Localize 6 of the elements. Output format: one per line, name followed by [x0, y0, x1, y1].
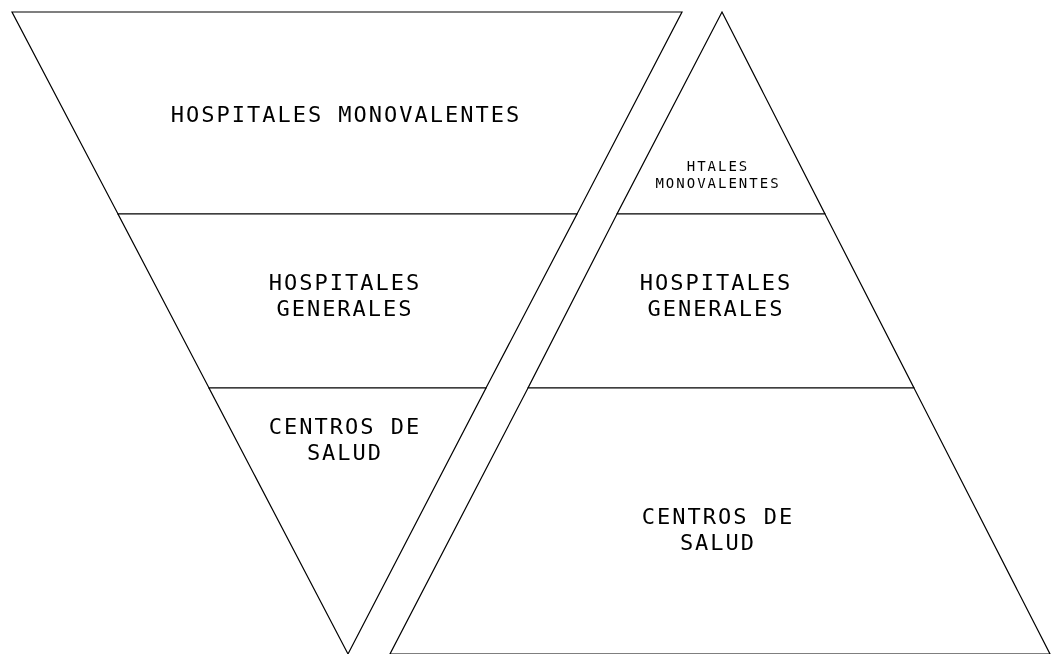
band-label: CENTROS DE SALUD [640, 503, 796, 557]
band-label: HOSPITALES GENERALES [267, 269, 423, 323]
band-label: HOSPITALES GENERALES [638, 269, 794, 323]
band-label: HOSPITALES MONOVALENTES [169, 101, 523, 129]
band-label: HTALES MONOVALENTES [654, 158, 782, 192]
band-label: CENTROS DE SALUD [267, 413, 423, 467]
